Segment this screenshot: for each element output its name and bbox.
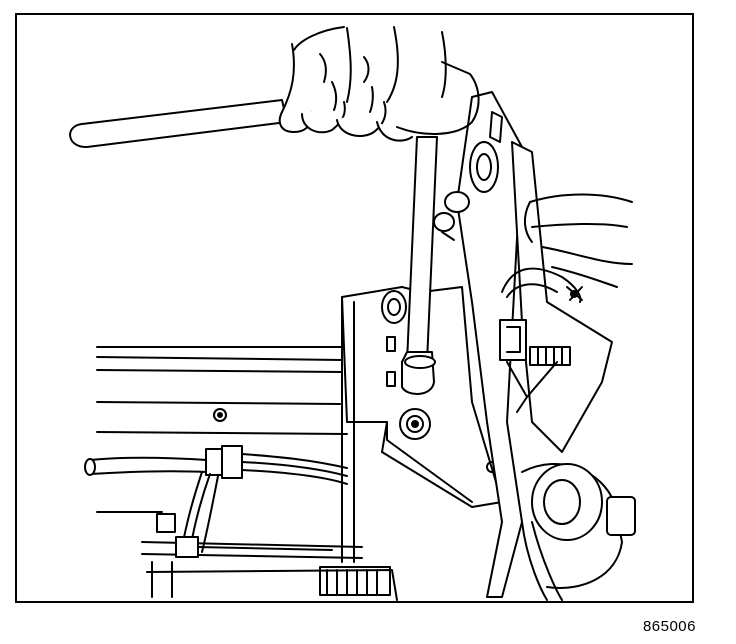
wiring-harness [84,445,348,558]
socket-extension [401,136,438,395]
mounting-bracket [341,286,503,563]
engine-panel-lines [96,346,398,601]
illustration-frame [15,13,694,603]
figure-reference-code: 865006 [642,618,696,635]
technical-line-drawing [69,26,636,601]
ratchet-handle [69,99,288,149]
right-hand [524,193,633,288]
right-assembly [499,141,613,453]
spring-clip [566,286,583,301]
left-hand [278,26,480,142]
panel-bolt [213,408,227,422]
pulley-assembly [521,463,636,601]
linkage-arm [433,91,523,598]
